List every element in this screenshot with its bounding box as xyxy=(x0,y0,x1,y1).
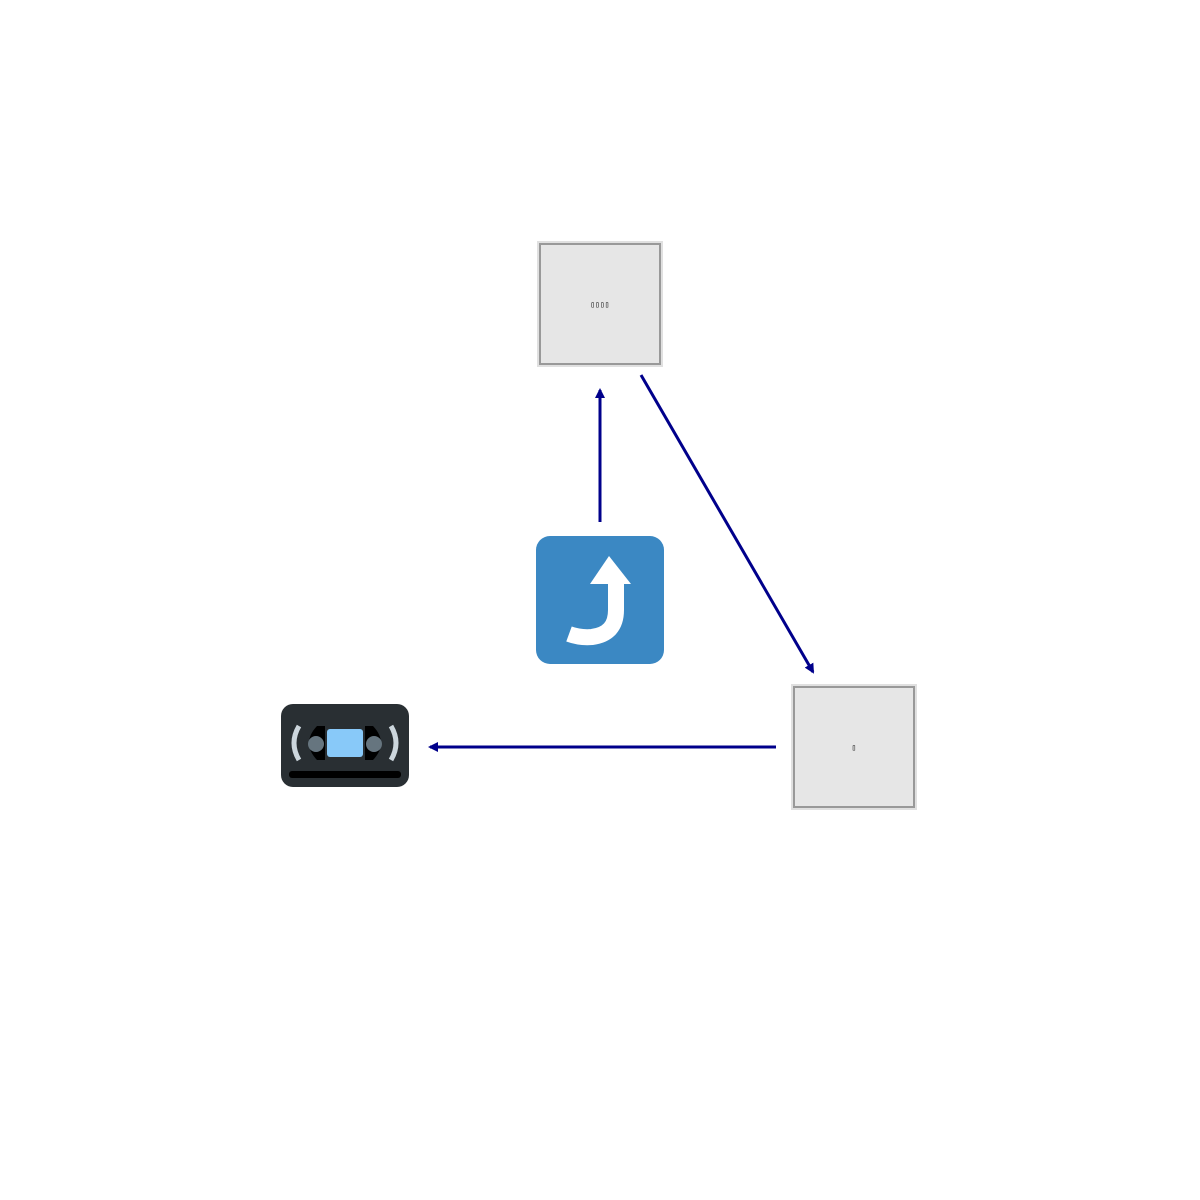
node-right-box[interactable]: ▯ xyxy=(793,686,915,808)
right-arrow-curving-up-icon[interactable] xyxy=(536,536,664,664)
videocassette-icon[interactable] xyxy=(281,704,409,787)
node-right-label: ▯ xyxy=(851,742,857,752)
edge-top-to-right xyxy=(639,374,815,674)
node-top-label: ▯▯▯▯ xyxy=(590,299,610,309)
node-top-box[interactable]: ▯▯▯▯ xyxy=(539,243,661,365)
